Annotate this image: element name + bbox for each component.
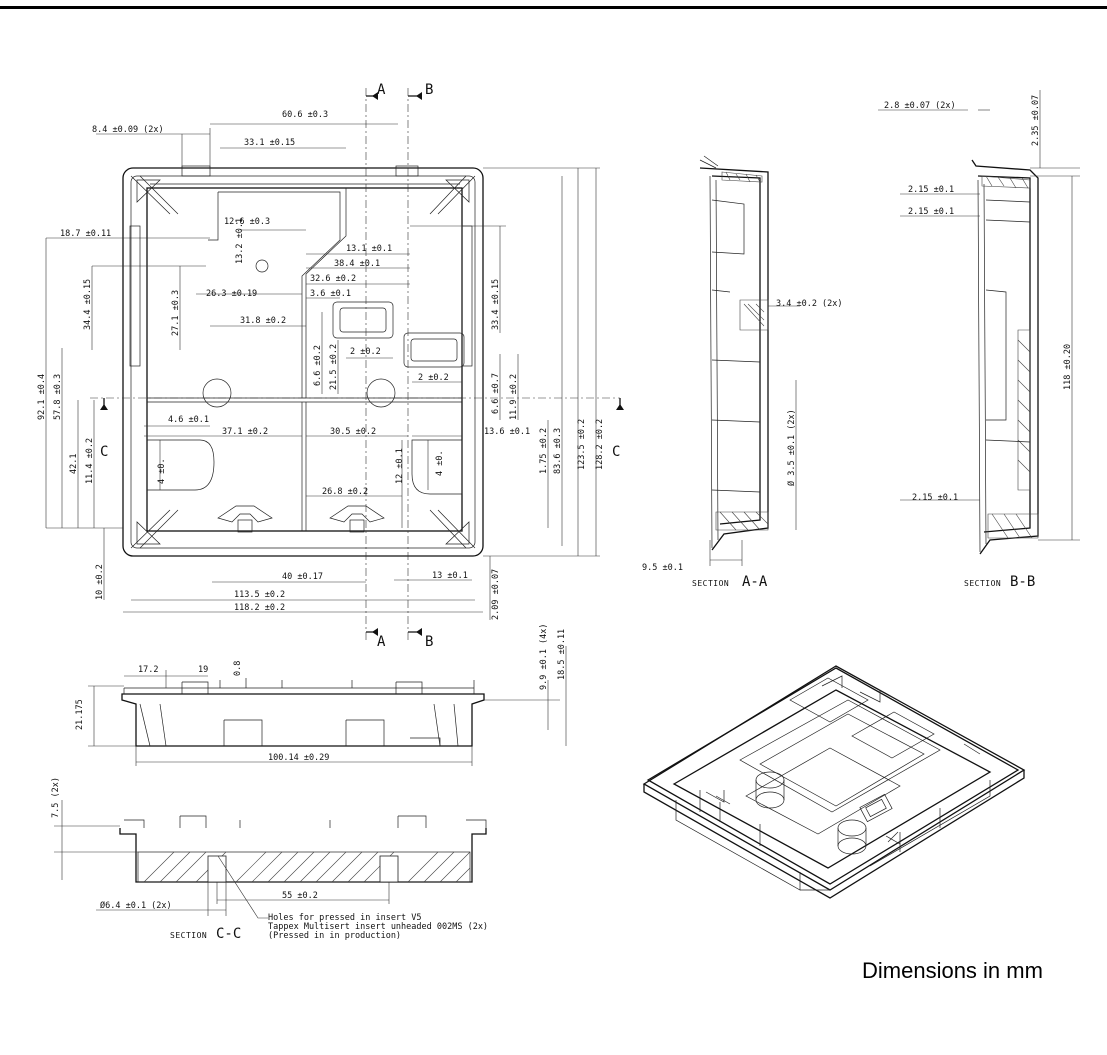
dim-label: 38.4 ±0.1 xyxy=(334,259,380,269)
dim-label: 55 ±0.2 xyxy=(282,891,318,901)
dim-label: 13.2 ±0.1 xyxy=(235,218,245,264)
dim-label: 7.5 (2x) xyxy=(51,777,61,818)
dim-label: 2.35 ±0.07 xyxy=(1031,95,1041,146)
dim-label: 6.6 ±0.2 xyxy=(313,345,323,386)
dim-label: Ø 3.5 ±0.1 (2x) xyxy=(786,409,797,486)
dim-label: 3.4 ±0.2 (2x) xyxy=(776,299,843,309)
section-marker-c: C xyxy=(100,444,108,460)
dim-label: 3.6 ±0.1 xyxy=(310,289,351,299)
dim-label: 118 ±0.20 xyxy=(1063,344,1073,390)
dim-label: 113.5 ±0.2 xyxy=(234,590,285,600)
dim-label: 42.1 xyxy=(69,454,79,474)
dim-label: 12 ±0.1 xyxy=(395,448,405,484)
dim-label: 11.4 ±0.2 xyxy=(85,438,95,484)
dim-label: 9.9 ±0.1 (4x) xyxy=(539,623,549,690)
dim-label: 33.4 ±0.15 xyxy=(491,279,501,330)
dim-label: 8.4 ±0.09 (2x) xyxy=(92,125,164,135)
dim-label: 40 ±0.17 xyxy=(282,572,323,582)
section-marker-a: A xyxy=(377,634,386,650)
dim-label: 30.5 ±0.2 xyxy=(330,427,376,437)
dim-label: 19 xyxy=(198,665,208,675)
dim-label: 13.6 ±0.1 xyxy=(484,427,530,437)
dim-label: 9.5 ±0.1 xyxy=(642,563,683,573)
section-marker-c: C xyxy=(612,444,620,460)
dim-label: 2 ±0.2 xyxy=(350,347,381,357)
dim-label: 26.3 ±0.19 xyxy=(206,289,257,299)
dim-label: 18.5 ±0.11 xyxy=(557,629,567,680)
dim-label: 37.1 ±0.2 xyxy=(222,427,268,437)
section-c-note-line: (Pressed in in production) xyxy=(268,931,401,941)
dim-label: 60.6 ±0.3 xyxy=(282,110,328,120)
section-c-c: 7.5 (2x) Ø6.4 ±0.1 (2x) 55 ±0.2 Holes fo… xyxy=(51,777,488,942)
section-b-b: 2.8 ±0.07 (2x) 2.35 ±0.07 2.15 ±0.1 2.15… xyxy=(878,90,1080,590)
dim-label: 17.2 xyxy=(138,665,158,675)
isometric-view xyxy=(642,665,1026,899)
dim-label: 27.1 ±0.3 xyxy=(171,290,181,336)
dim-label: 13 ±0.1 xyxy=(432,571,468,581)
dim-label: 128.2 ±0.2 xyxy=(595,419,605,470)
dim-label: 4 ±0. xyxy=(157,458,167,484)
dim-label: 2.15 ±0.1 xyxy=(912,493,958,503)
section-title-letter: C-C xyxy=(216,926,241,942)
section-a-a: 3.4 ±0.2 (2x) Ø 3.5 ±0.1 (2x) 9.5 ±0.1 S… xyxy=(642,155,843,590)
dim-label: 2.8 ±0.07 (2x) xyxy=(884,101,956,111)
dim-label: 26.8 ±0.2 xyxy=(322,487,368,497)
section-title-letter: A-A xyxy=(742,574,768,590)
dim-label: 1.75 ±0.2 xyxy=(539,428,549,474)
dim-label: 34.4 ±0.15 xyxy=(83,279,93,330)
dim-label: 2.15 ±0.1 xyxy=(908,185,954,195)
section-c-note-line: Holes for pressed in insert V5 xyxy=(268,913,422,923)
dim-label: 12.6 ±0.3 xyxy=(224,217,270,227)
dim-label: 2.09 ±0.07 xyxy=(491,569,501,620)
dim-label: 83.6 ±0.3 xyxy=(553,428,563,474)
dim-label: 21.5 ±0.2 xyxy=(329,344,339,390)
dim-label: 118.2 ±0.2 xyxy=(234,603,285,613)
dim-label: 4.6 ±0.1 xyxy=(168,415,209,425)
dim-label: 11.9 ±0.2 xyxy=(509,374,519,420)
dim-label: 2 ±0.2 xyxy=(418,373,449,383)
side-view: 17.2 19 0.8 21.175 9.9 ±0.1 (4x) 18.5 ±0… xyxy=(75,623,567,766)
section-title: SECTION xyxy=(964,579,1001,588)
dim-label: 0.8 xyxy=(233,661,243,676)
dim-label: 13.1 ±0.1 xyxy=(346,244,392,254)
dim-label: 92.1 ±0.4 xyxy=(37,374,47,420)
dim-label: 21.175 xyxy=(75,699,85,730)
dim-label: 32.6 ±0.2 xyxy=(310,274,356,284)
top-border-line xyxy=(0,6,1107,9)
dim-label: 31.8 ±0.2 xyxy=(240,316,286,326)
dimensions-note: Dimensions in mm xyxy=(862,958,1043,983)
section-marker-a: A xyxy=(377,82,386,98)
dim-label: 100.14 ±0.29 xyxy=(268,753,329,763)
top-view xyxy=(45,88,624,640)
dim-label: 18.7 ±0.11 xyxy=(60,229,111,239)
dim-label: 2.15 ±0.1 xyxy=(908,207,954,217)
dim-label: 123.5 ±0.2 xyxy=(577,419,587,470)
section-c-note-line: Tappex Multisert insert unheaded 002MS (… xyxy=(268,922,488,932)
section-title: SECTION xyxy=(170,931,207,940)
section-title: SECTION xyxy=(692,579,729,588)
top-view-dimension-labels: 8.4 ±0.09 (2x) 60.6 ±0.3 33.1 ±0.15 12.6… xyxy=(37,82,620,650)
dim-label: Ø6.4 ±0.1 (2x) xyxy=(100,900,172,911)
dim-label: 6.6 ±0.7 xyxy=(491,373,501,414)
dim-label: 10 ±0.2 xyxy=(95,564,105,600)
dim-label: 57.8 ±0.3 xyxy=(53,374,63,420)
section-marker-b: B xyxy=(425,634,433,650)
section-title-letter: B-B xyxy=(1010,574,1035,590)
section-marker-b: B xyxy=(425,82,433,98)
dim-label: 33.1 ±0.15 xyxy=(244,138,295,148)
top-view-outer-flange xyxy=(122,167,484,557)
dim-label: 4 ±0. xyxy=(435,450,445,476)
top-view-inner-wall xyxy=(146,187,463,532)
